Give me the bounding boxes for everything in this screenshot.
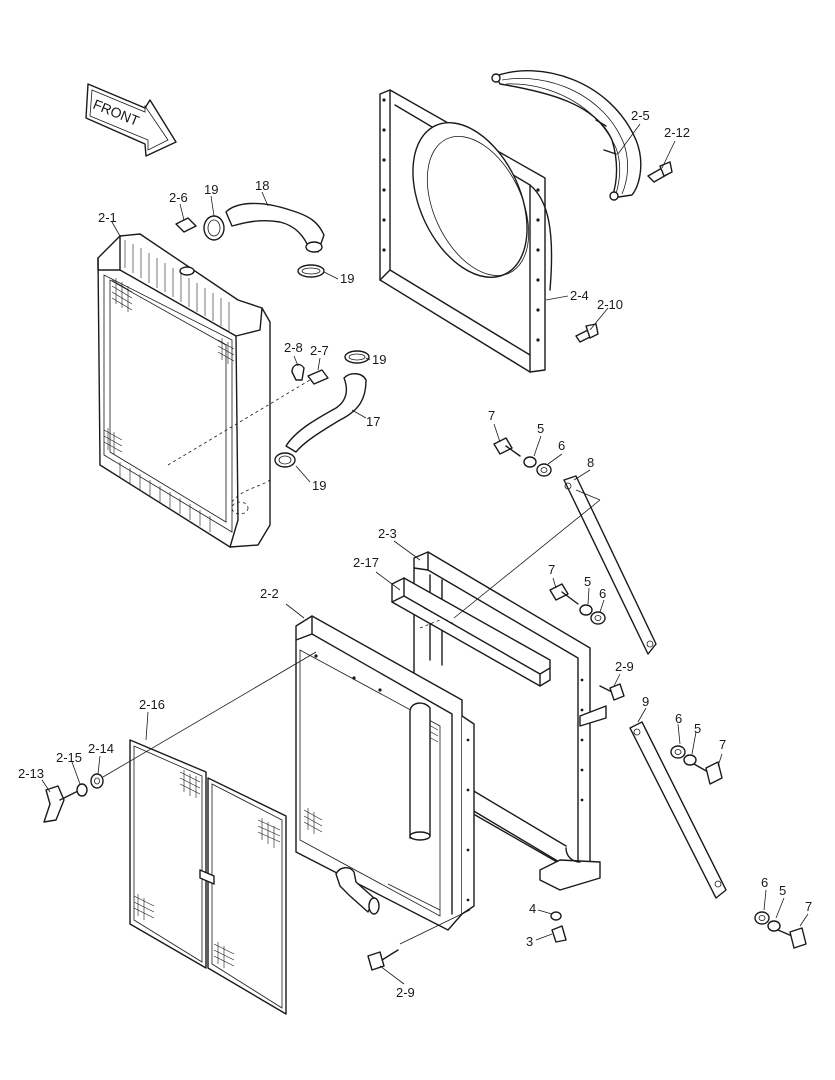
callout-6: 6 [599, 586, 606, 601]
callout-8: 8 [587, 455, 594, 470]
callout-19: 19 [372, 352, 386, 367]
fan-shroud [379, 89, 553, 373]
callout-2-8: 2-8 [284, 340, 303, 355]
callout-2-12: 2-12 [664, 125, 690, 140]
callout-7: 7 [548, 562, 555, 577]
stay-bolt-lower-right [754, 911, 807, 949]
callout-7: 7 [805, 899, 812, 914]
radiator-core [97, 233, 311, 548]
callout-2-5: 2-5 [631, 108, 650, 123]
callout-9: 9 [642, 694, 649, 709]
callout-5: 5 [584, 574, 591, 589]
callout-2-1: 2-1 [98, 210, 117, 225]
upper-hose-assembly [175, 202, 325, 278]
callout-5: 5 [779, 883, 786, 898]
callout-7: 7 [488, 408, 495, 423]
callout-4: 4 [529, 901, 536, 916]
callout-5: 5 [537, 421, 544, 436]
callout-2-9: 2-9 [615, 659, 634, 674]
callout-2-4: 2-4 [570, 288, 589, 303]
lower-hose-assembly [274, 350, 370, 468]
bolt-2-12 [647, 161, 673, 183]
callout-19: 19 [312, 478, 326, 493]
callout-2-10: 2-10 [597, 297, 623, 312]
bolt-3-washer-4 [550, 911, 567, 943]
callout-2-15: 2-15 [56, 750, 82, 765]
fan-guard [491, 70, 642, 201]
callout-2-3: 2-3 [378, 526, 397, 541]
callout-6: 6 [675, 711, 682, 726]
callout-2-13: 2-13 [18, 766, 44, 781]
callout-2-14: 2-14 [88, 741, 114, 756]
leader-lines [41, 123, 809, 985]
upper-stay-rod [493, 437, 657, 655]
callout-2-2: 2-2 [260, 586, 279, 601]
support-bar [391, 577, 551, 687]
callout-2-7: 2-7 [310, 343, 329, 358]
stay-bolt-middle [549, 583, 606, 625]
wing-bolt-assembly [43, 773, 104, 823]
callout-6: 6 [761, 875, 768, 890]
callout-17: 17 [366, 414, 380, 429]
callout-labels: 2-1 2-6 19 18 19 2-8 2-7 19 17 19 2-5 2-… [18, 108, 812, 1000]
callout-19: 19 [204, 182, 218, 197]
callout-18: 18 [255, 178, 269, 193]
callout-6: 6 [558, 438, 565, 453]
callout-2-16: 2-16 [139, 697, 165, 712]
radiator-2-2 [295, 615, 475, 931]
bolt-2-9-upper [599, 683, 625, 701]
radiator-screen [129, 739, 287, 1015]
callout-2-17: 2-17 [353, 555, 379, 570]
callout-3: 3 [526, 934, 533, 949]
callout-2-9: 2-9 [396, 985, 415, 1000]
bolt-2-10 [575, 323, 599, 343]
callout-19: 19 [340, 271, 354, 286]
callout-5: 5 [694, 721, 701, 736]
callout-7: 7 [719, 737, 726, 752]
callout-2-6: 2-6 [169, 190, 188, 205]
bolt-2-9-lower [367, 949, 399, 971]
lower-stay-rod [629, 721, 727, 899]
front-direction-arrow: FRONT [85, 83, 177, 157]
